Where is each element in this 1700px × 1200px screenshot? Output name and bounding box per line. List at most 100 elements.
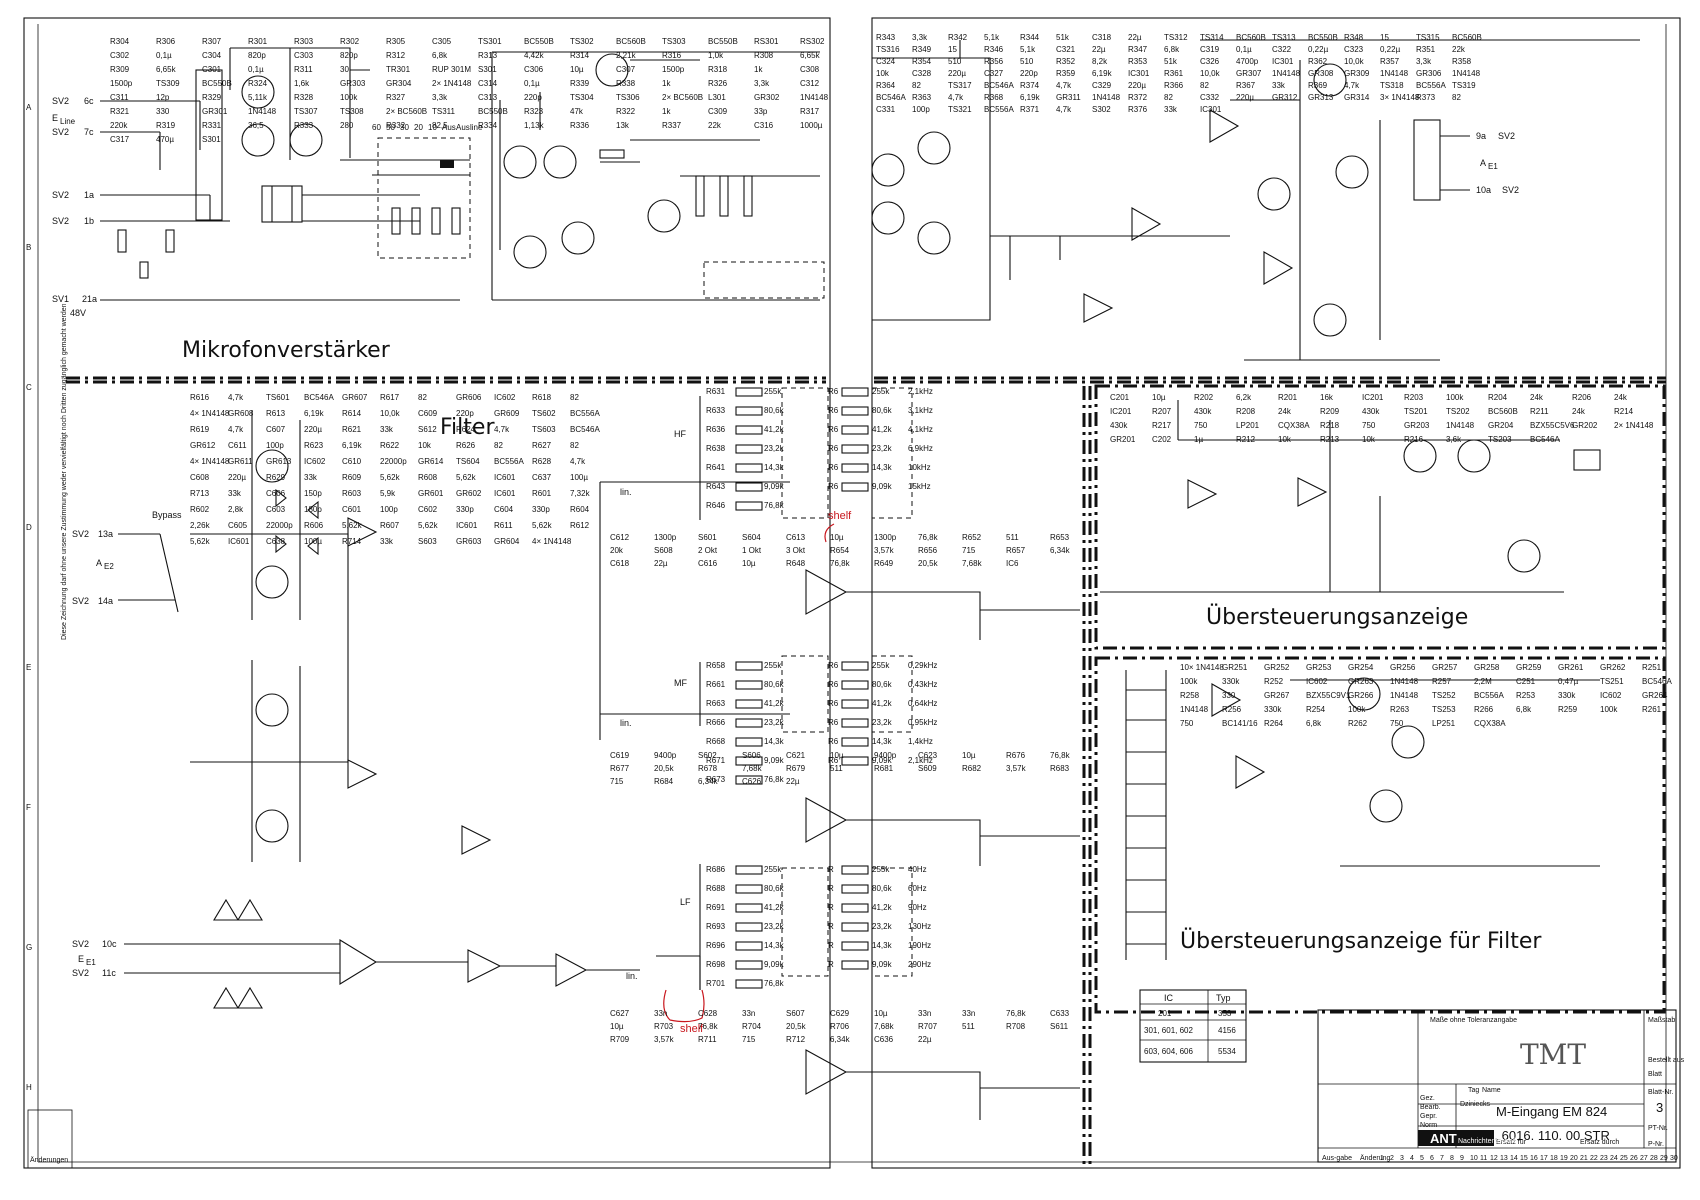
right-frame — [871, 17, 1681, 1169]
grid-number: 18 — [1550, 1155, 1558, 1162]
part-label: IC601 — [228, 537, 250, 546]
part-label: R614 — [342, 409, 362, 418]
part-label: 33n — [918, 1009, 931, 1018]
part-label: 20,5k — [654, 764, 675, 773]
svg-text:lin.: lin. — [626, 971, 638, 981]
resistor — [841, 444, 869, 454]
grid-number: 4 — [1410, 1155, 1414, 1162]
part-label: 3,3k — [432, 93, 448, 102]
frequency-label: 2,1kHz — [908, 756, 933, 765]
frequency-label: 90Hz — [908, 903, 927, 912]
part-label: TS301 — [478, 37, 502, 46]
part-label: BC556A — [984, 105, 1014, 114]
resistor-ref: R636 — [706, 425, 726, 434]
part-label: 100p — [380, 505, 398, 514]
grid-number: 23 — [1600, 1155, 1608, 1162]
svg-text:Tag: Tag — [1468, 1087, 1479, 1094]
resistor-value: 9,09k — [872, 960, 893, 969]
part-label: 100k — [1348, 705, 1366, 714]
part-label: 5,62k — [342, 521, 363, 530]
resistor — [841, 425, 869, 435]
part-label: 22µ — [786, 777, 800, 786]
resistor-value: 80,6k — [872, 680, 893, 689]
part-label: 22k — [1452, 45, 1466, 54]
part-label: 22µ — [1092, 45, 1106, 54]
part-label: R305 — [386, 37, 406, 46]
part-label: C251 — [1516, 677, 1536, 686]
part-label: R704 — [742, 1022, 762, 1031]
part-label: 3,3k — [1416, 57, 1432, 66]
part-label: TS311 — [432, 107, 456, 116]
part-label: 3,6k — [1446, 435, 1462, 444]
resistor-ref: R — [828, 903, 834, 912]
resistor-ref: R688 — [706, 884, 726, 893]
resistor-ref: R6 — [828, 737, 839, 746]
part-label: GR256 — [1390, 663, 1416, 672]
part-label: R676 — [1006, 751, 1026, 760]
part-label: 1,0k — [708, 51, 724, 60]
part-label: R714 — [342, 537, 362, 546]
part-label: S608 — [654, 546, 673, 555]
part-label: R608 — [418, 473, 438, 482]
part-label: GR301 — [202, 107, 228, 116]
part-label: 510 — [948, 57, 962, 66]
resistor-value: 14,3k — [764, 463, 785, 472]
part-label: 1N4148 — [1092, 93, 1121, 102]
part-label: 6,8k — [1516, 705, 1532, 714]
part-label: 220µ — [304, 425, 322, 434]
resistor — [735, 960, 763, 970]
part-label: RUP 301M — [432, 65, 471, 74]
part-label: BC560B — [616, 37, 646, 46]
part-label: 3,57k — [874, 546, 895, 555]
grid-number: 6 — [1430, 1155, 1434, 1162]
svg-text:21a: 21a — [82, 294, 97, 304]
company-logo: ANT — [1430, 1131, 1457, 1146]
part-label: GR257 — [1432, 663, 1458, 672]
s301-step-label: 50 — [386, 123, 395, 132]
part-label: BC550B — [478, 107, 508, 116]
resistor — [735, 775, 763, 785]
part-label: R349 — [912, 45, 932, 54]
part-label: 2× 1N4148 — [1614, 421, 1654, 430]
part-label: R619 — [190, 425, 210, 434]
part-label: TS309 — [156, 79, 180, 88]
svg-text:A: A — [96, 558, 102, 568]
part-label: 82,5 — [432, 121, 448, 130]
part-label: 33n — [654, 1009, 667, 1018]
part-label: BC546A — [1642, 677, 1672, 686]
grid-number: 8 — [1450, 1155, 1454, 1162]
part-label: S302 — [1092, 105, 1111, 114]
frequency-label: 0,95kHz — [908, 718, 937, 727]
part-label: 7,68k — [962, 559, 983, 568]
part-label: C621 — [786, 751, 806, 760]
part-label: 100p — [266, 441, 284, 450]
svg-text:lin.: lin. — [620, 487, 632, 497]
part-label: R373 — [1416, 93, 1436, 102]
left-frame — [23, 17, 831, 1169]
part-label: R347 — [1128, 45, 1148, 54]
part-label: C328 — [912, 69, 932, 78]
part-label: 82 — [570, 393, 579, 402]
resistor-value: 41,2k — [872, 903, 893, 912]
resistor-ref: R6 — [828, 756, 839, 765]
part-label: R201 — [1278, 393, 1298, 402]
part-label: 715 — [742, 1035, 756, 1044]
part-label: R306 — [156, 37, 176, 46]
part-label: 10µ — [570, 65, 584, 74]
part-label: 22µ — [654, 559, 668, 568]
part-label: 511 — [962, 1022, 975, 1031]
resistor — [735, 922, 763, 932]
part-label: R366 — [1164, 81, 1184, 90]
frequency-label: 4,1kHz — [908, 425, 933, 434]
part-label: R208 — [1236, 407, 1256, 416]
part-label: 24k — [1572, 407, 1586, 416]
part-label: R354 — [912, 57, 932, 66]
part-label: 330k — [1558, 691, 1576, 700]
part-label: IC301 — [1200, 105, 1222, 114]
frequency-label: 0,64kHz — [908, 699, 937, 708]
drawing-title: M-Eingang EM 824 — [1496, 1104, 1607, 1119]
part-label: 2,8k — [228, 505, 244, 514]
part-label: BC546A — [876, 93, 906, 102]
resistor-value: 23,2k — [764, 718, 785, 727]
